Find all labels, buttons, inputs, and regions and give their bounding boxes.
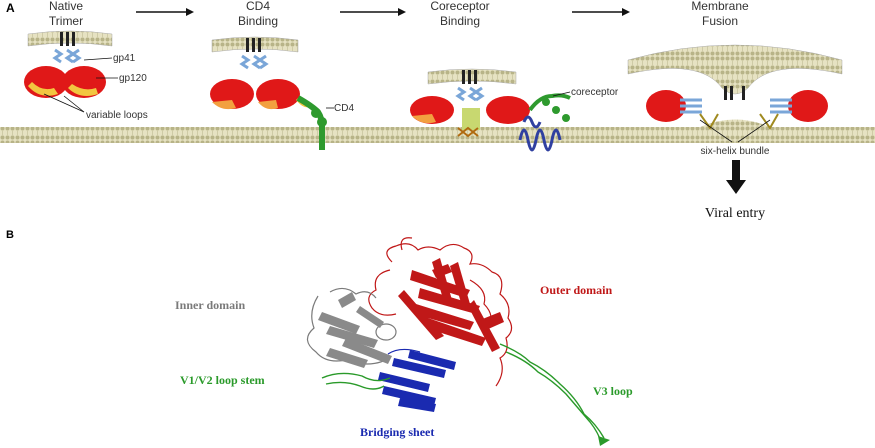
six-helix-label: six-helix bundle <box>701 146 770 157</box>
viral-membrane-3 <box>427 68 517 85</box>
stage-4-title-line1: Membrane <box>691 0 749 13</box>
gp41-coil-2 <box>239 54 269 70</box>
stage-3-title-line1: Coreceptor <box>430 0 489 13</box>
variable-loops-label: variable loops <box>86 110 148 121</box>
v3-loop-label: V3 loop <box>593 384 633 398</box>
outer-domain-sheets <box>398 258 504 352</box>
v1v2-loop-stem-label: V1/V2 loop stem <box>180 373 265 387</box>
cd4-label: CD4 <box>334 103 354 114</box>
stage-3-title-line2: Binding <box>440 14 480 28</box>
v3-loop <box>499 343 610 446</box>
gp120-ribbon-structure <box>306 237 610 446</box>
v1v2-stem <box>321 372 391 390</box>
stage-titles: Native Trimer CD4 Binding Coreceptor Bin… <box>49 0 749 28</box>
stage-1-title-line1: Native <box>49 0 83 13</box>
gp120-3b <box>486 96 530 124</box>
bridging-sheet <box>378 350 456 412</box>
six-helix-bundle <box>680 98 792 114</box>
gp120-4a <box>646 90 686 122</box>
viral-membrane-4 <box>627 44 843 95</box>
viral-membrane-1 <box>27 30 113 47</box>
coreceptor-helices <box>518 128 562 152</box>
inner-domain-label: Inner domain <box>175 298 245 312</box>
coreceptor-binding: coreceptor <box>410 68 619 152</box>
gp41-coil-3 <box>455 86 485 102</box>
stage-1-title-line2: Trimer <box>49 14 83 28</box>
host-membrane <box>0 127 875 143</box>
stage-arrows <box>136 8 630 16</box>
stage-4-title-line2: Fusion <box>702 14 738 28</box>
cd4-binding: CD4 <box>210 36 354 150</box>
native-trimer: gp41 gp120 variable loops <box>24 30 148 121</box>
panel-a-label: A <box>6 1 15 15</box>
gp120-4b <box>788 90 828 122</box>
gp120-label: gp120 <box>119 73 147 84</box>
gp41-label: gp41 <box>113 53 136 64</box>
gp41-coil-1 <box>52 48 82 64</box>
panel-b-label: B <box>6 229 14 241</box>
membrane-fusion: six-helix bundle <box>627 44 843 157</box>
stage-2-title-line2: Binding <box>238 14 278 28</box>
viral-entry-arrow <box>726 160 746 194</box>
inner-domain-sheets <box>318 292 392 368</box>
host-bulge <box>700 119 770 127</box>
coreceptor-label: coreceptor <box>571 87 619 98</box>
viral-entry-label: Viral entry <box>705 206 765 221</box>
stage-2-title-line1: CD4 <box>246 0 270 13</box>
bridging-sheet-label: Bridging sheet <box>360 425 434 439</box>
outer-domain-label: Outer domain <box>540 283 612 297</box>
